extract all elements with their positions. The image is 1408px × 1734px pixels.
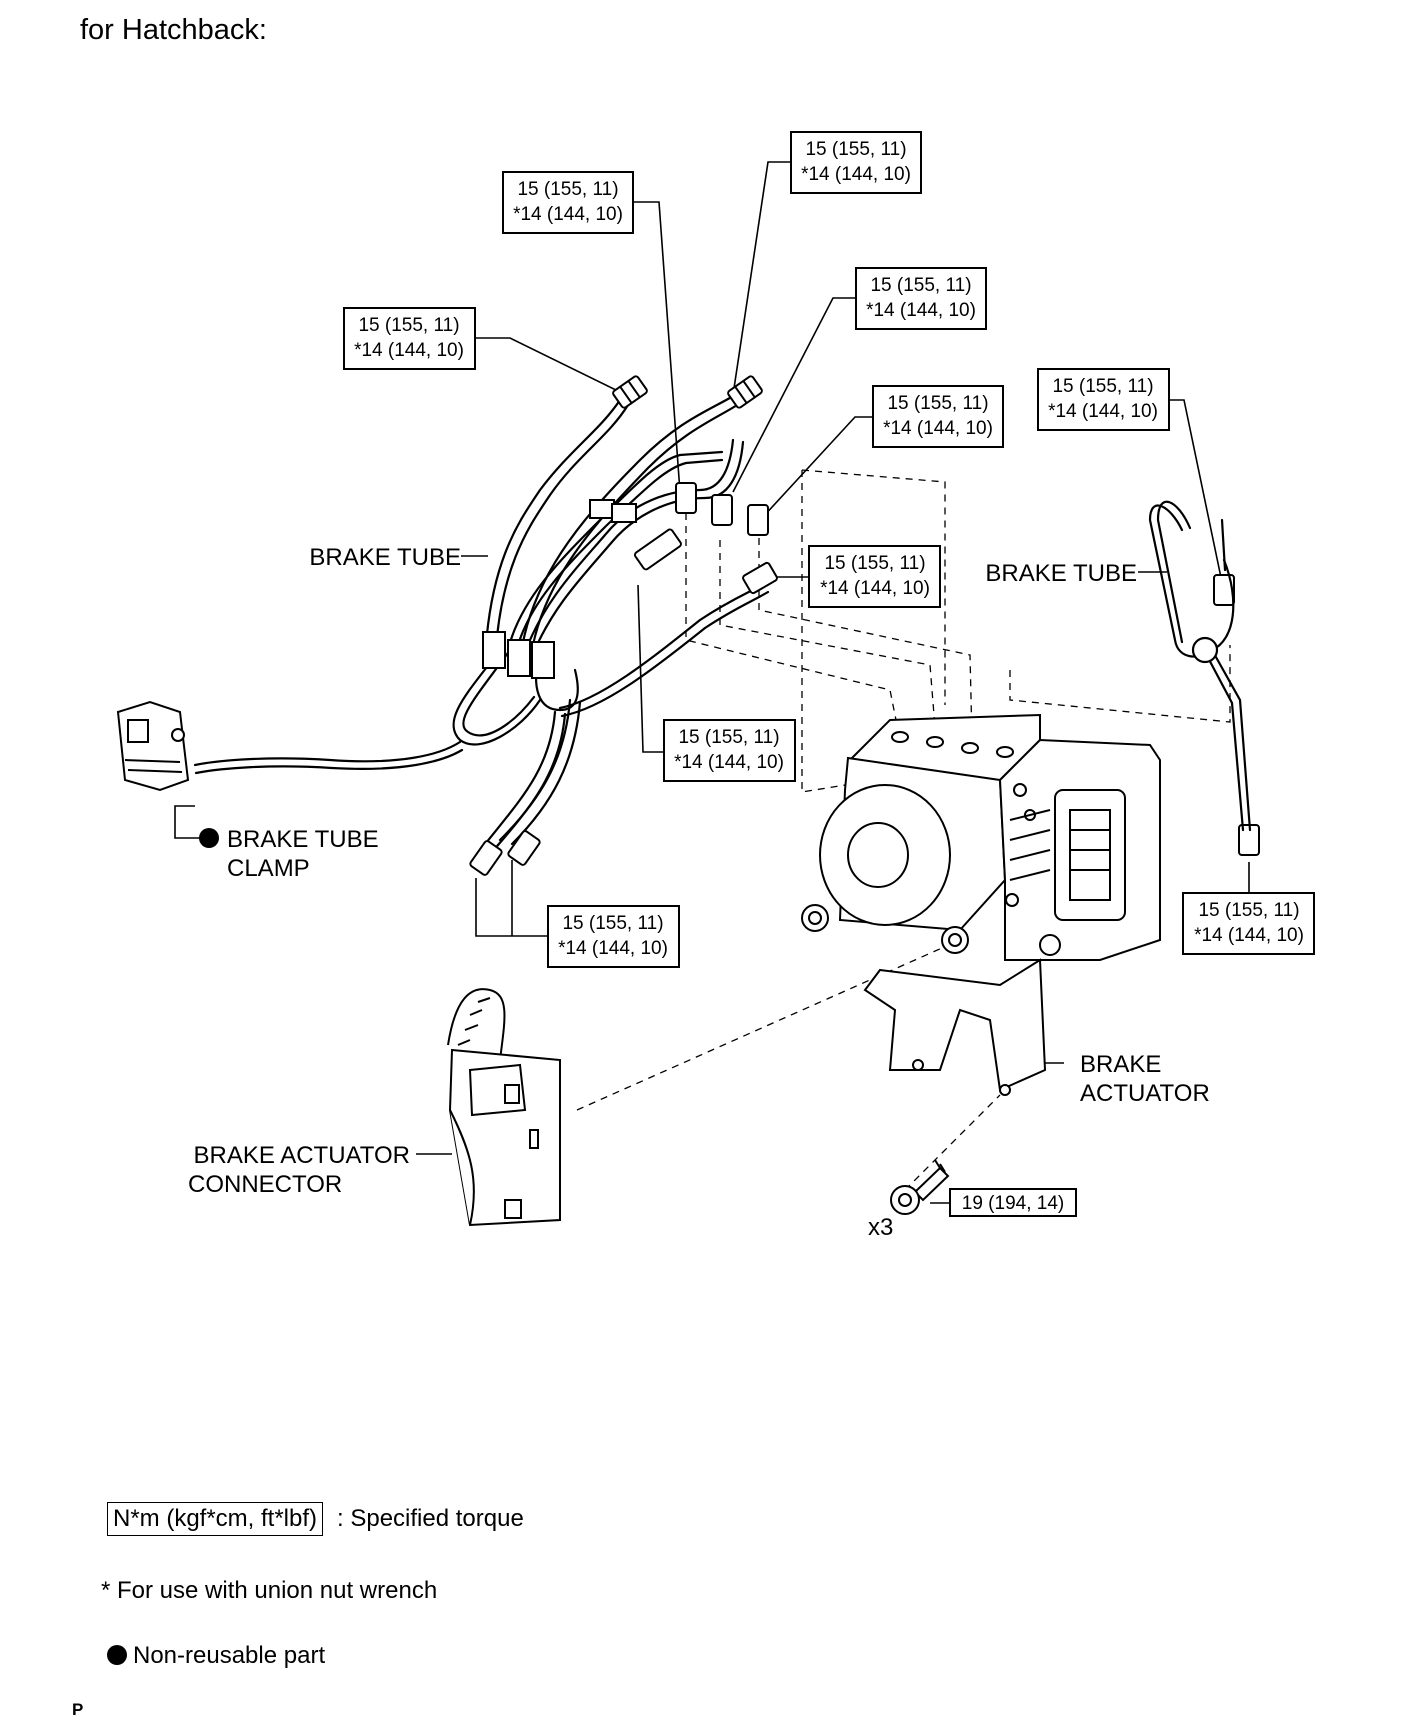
torque-value-union-nut: *14 (144, 10) (513, 204, 623, 225)
brake-actuator-connector-part (447, 988, 561, 1227)
label-brake-tube-clamp: BRAKE TUBE (227, 826, 379, 853)
torque-value: 15 (155, 11) (824, 553, 925, 574)
torque-box-top-center: 15 (155, 11) *14 (144, 10) (502, 171, 634, 234)
bolt-torque-value: 19 (194, 14) (962, 1193, 1064, 1214)
bolt-quantity: x3 (868, 1214, 893, 1241)
torque-value-union-nut: *14 (144, 10) (1048, 401, 1158, 422)
torque-value: 15 (155, 11) (887, 393, 988, 414)
torque-value-union-nut: *14 (144, 10) (801, 164, 911, 185)
label-brake-actuator: BRAKE (1080, 1051, 1161, 1078)
torque-value: 15 (155, 11) (1052, 376, 1153, 397)
torque-value-union-nut: *14 (144, 10) (820, 578, 930, 599)
torque-box-top-right: 15 (155, 11) *14 (144, 10) (790, 131, 922, 194)
torque-box-lower-right: 15 (155, 11) *14 (144, 10) (1182, 892, 1315, 955)
torque-value-union-nut: *14 (144, 10) (558, 938, 668, 959)
torque-box-mid-upper: 15 (155, 11) *14 (144, 10) (855, 267, 987, 330)
non-reusable-dot-icon (199, 828, 219, 848)
legend-union-nut: * For use with union nut wrench (101, 1577, 438, 1604)
torque-value: 15 (155, 11) (517, 179, 618, 200)
label-brake-actuator-2: ACTUATOR (1080, 1080, 1210, 1107)
tube-clamps (482, 499, 637, 679)
label-brake-tube-left: BRAKE TUBE (309, 544, 461, 571)
torque-value-union-nut: *14 (144, 10) (674, 752, 784, 773)
footer-mark: P (72, 1700, 84, 1719)
torque-box-mid: 15 (155, 11) *14 (144, 10) (872, 385, 1004, 448)
brake-tube-assembly-left (193, 393, 770, 854)
legend-torque-box: N*m (kgf*cm, ft*lbf) (107, 1502, 324, 1536)
torque-box-bolt: 19 (194, 14) (949, 1188, 1077, 1217)
brake-actuator-body (801, 713, 1161, 1096)
torque-value: 15 (155, 11) (562, 913, 663, 934)
legend-non-reusable-text: Non-reusable part (133, 1642, 326, 1669)
flare-nut-fittings (469, 375, 1260, 876)
torque-value-union-nut: *14 (144, 10) (354, 340, 464, 361)
brake-tube-right (1148, 500, 1252, 832)
torque-value-union-nut: *14 (144, 10) (883, 418, 993, 439)
torque-value: 15 (155, 11) (1198, 900, 1299, 921)
torque-box-lower-left: 15 (155, 11) *14 (144, 10) (547, 905, 680, 968)
label-brake-actuator-connector-2: CONNECTOR (188, 1171, 342, 1198)
torque-value: 15 (155, 11) (805, 139, 906, 160)
torque-value: 15 (155, 11) (870, 275, 971, 296)
torque-box-far-right-top: 15 (155, 11) *14 (144, 10) (1037, 368, 1170, 431)
torque-box-center-lower: 15 (155, 11) *14 (144, 10) (663, 719, 796, 782)
mounting-bolt (890, 1159, 950, 1215)
label-brake-tube-clamp-2: CLAMP (227, 855, 310, 882)
legend-non-reusable: Non-reusable part (107, 1642, 325, 1670)
page-title: for Hatchback: (80, 14, 267, 46)
non-reusable-dot-icon (107, 1645, 127, 1665)
torque-box-center: 15 (155, 11) *14 (144, 10) (808, 545, 941, 608)
torque-value: 15 (155, 11) (678, 727, 779, 748)
leader-lines (174, 161, 1250, 1204)
torque-value: 15 (155, 11) (358, 315, 459, 336)
label-brake-actuator-connector: BRAKE ACTUATOR (194, 1142, 411, 1169)
torque-value-union-nut: *14 (144, 10) (866, 300, 976, 321)
label-brake-tube-right: BRAKE TUBE (985, 560, 1137, 587)
legend-torque-desc: : Specified torque (337, 1505, 524, 1532)
torque-value-union-nut: *14 (144, 10) (1194, 925, 1304, 946)
brake-tube-clamp-part (116, 700, 190, 792)
torque-box-upper-left: 15 (155, 11) *14 (144, 10) (343, 307, 476, 370)
